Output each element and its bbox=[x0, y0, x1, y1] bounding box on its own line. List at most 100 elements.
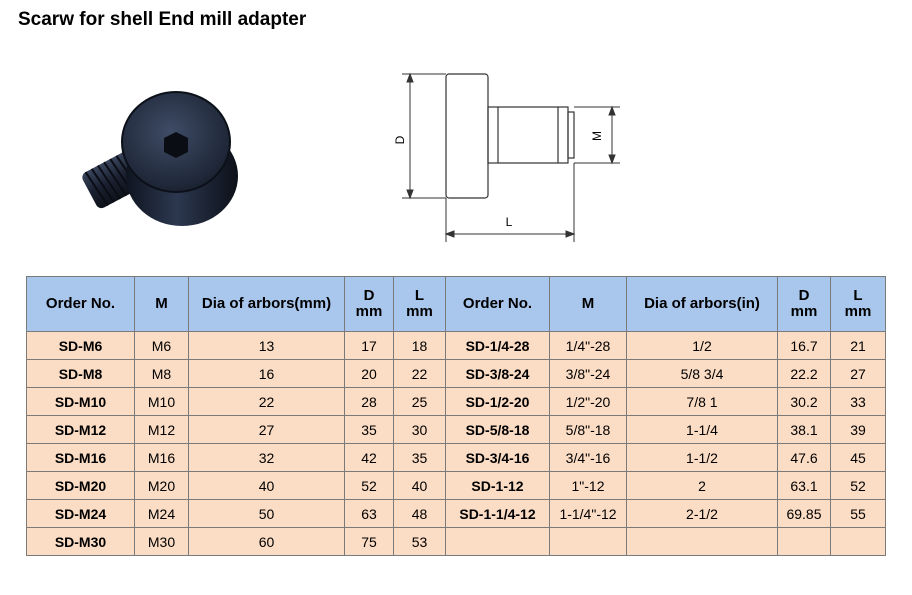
order-no-inch-cell bbox=[445, 527, 550, 556]
dia-cell: 13 bbox=[188, 331, 345, 360]
order-no-cell: SD-M6 bbox=[26, 331, 135, 360]
table-row: SD-M24 M24 50 63 48 SD-1-1/4-12 1-1/4"-1… bbox=[26, 499, 886, 528]
order-no-inch-cell: SD-1-12 bbox=[445, 471, 550, 500]
l-inch-cell: 55 bbox=[830, 499, 886, 528]
d-inch-cell: 38.1 bbox=[777, 415, 831, 444]
label-d: D bbox=[393, 135, 407, 144]
m-inch-cell: 1"-12 bbox=[549, 471, 627, 500]
order-no-inch-cell: SD-1/4-28 bbox=[445, 331, 550, 360]
l-cell: 40 bbox=[393, 471, 446, 500]
dia-inch-cell: 1-1/4 bbox=[626, 415, 778, 444]
order-no-cell: SD-M16 bbox=[26, 443, 135, 472]
m-inch-cell: 1/4"-28 bbox=[549, 331, 627, 360]
l-inch-cell: 52 bbox=[830, 471, 886, 500]
order-no-cell: SD-M10 bbox=[26, 387, 135, 416]
table-row: SD-M30 M30 60 75 53 bbox=[26, 527, 886, 556]
d-inch-cell: 16.7 bbox=[777, 331, 831, 360]
l-inch-cell: 27 bbox=[830, 359, 886, 388]
col-m: M bbox=[134, 276, 189, 332]
m-inch-cell: 3/4"-16 bbox=[549, 443, 627, 472]
d-inch-cell: 69.85 bbox=[777, 499, 831, 528]
d-cell: 20 bbox=[344, 359, 394, 388]
m-cell: M10 bbox=[134, 387, 189, 416]
table-row: SD-M6 M6 13 17 18 SD-1/4-28 1/4"-28 1/2 … bbox=[26, 331, 886, 360]
l-inch-cell: 45 bbox=[830, 443, 886, 472]
l-cell: 35 bbox=[393, 443, 446, 472]
m-cell: M12 bbox=[134, 415, 189, 444]
dia-cell: 16 bbox=[188, 359, 345, 388]
col-m-inch: M bbox=[549, 276, 627, 332]
order-no-inch-cell: SD-1-1/4-12 bbox=[445, 499, 550, 528]
table-row: SD-M16 M16 32 42 35 SD-3/4-16 3/4"-16 1-… bbox=[26, 443, 886, 472]
m-inch-cell: 3/8"-24 bbox=[549, 359, 627, 388]
order-no-inch-cell: SD-1/2-20 bbox=[445, 387, 550, 416]
dia-cell: 22 bbox=[188, 387, 345, 416]
d-cell: 17 bbox=[344, 331, 394, 360]
d-cell: 28 bbox=[344, 387, 394, 416]
d-inch-cell: 22.2 bbox=[777, 359, 831, 388]
dia-inch-cell: 1-1/2 bbox=[626, 443, 778, 472]
m-cell: M24 bbox=[134, 499, 189, 528]
dia-cell: 40 bbox=[188, 471, 345, 500]
l-inch-cell: 39 bbox=[830, 415, 886, 444]
col-dia-arbors-mm: Dia of arbors(mm) bbox=[188, 276, 345, 332]
order-no-inch-cell: SD-3/4-16 bbox=[445, 443, 550, 472]
m-cell: M16 bbox=[134, 443, 189, 472]
dia-cell: 27 bbox=[188, 415, 345, 444]
col-dia-arbors-in: Dia of arbors(in) bbox=[626, 276, 778, 332]
dia-cell: 50 bbox=[188, 499, 345, 528]
label-l: L bbox=[506, 215, 513, 229]
table-row: SD-M20 M20 40 52 40 SD-1-12 1"-12 2 63.1… bbox=[26, 471, 886, 500]
d-cell: 63 bbox=[344, 499, 394, 528]
l-cell: 30 bbox=[393, 415, 446, 444]
label-m: M bbox=[590, 131, 604, 141]
m-cell: M8 bbox=[134, 359, 189, 388]
l-cell: 25 bbox=[393, 387, 446, 416]
d-cell: 35 bbox=[344, 415, 394, 444]
l-cell: 22 bbox=[393, 359, 446, 388]
order-no-inch-cell: SD-5/8-18 bbox=[445, 415, 550, 444]
l-inch-cell: 21 bbox=[830, 331, 886, 360]
dia-cell: 60 bbox=[188, 527, 345, 556]
d-cell: 42 bbox=[344, 443, 394, 472]
dia-inch-cell: 1/2 bbox=[626, 331, 778, 360]
d-inch-cell: 30.2 bbox=[777, 387, 831, 416]
l-inch-cell bbox=[830, 527, 886, 556]
col-order-no: Order No. bbox=[26, 276, 135, 332]
d-cell: 52 bbox=[344, 471, 394, 500]
dia-inch-cell: 7/8 1 bbox=[626, 387, 778, 416]
m-cell: M30 bbox=[134, 527, 189, 556]
order-no-cell: SD-M8 bbox=[26, 359, 135, 388]
order-no-cell: SD-M24 bbox=[26, 499, 135, 528]
table-row: SD-M8 M8 16 20 22 SD-3/8-24 3/8"-24 5/8 … bbox=[26, 359, 886, 388]
m-inch-cell bbox=[549, 527, 627, 556]
d-inch-cell: 63.1 bbox=[777, 471, 831, 500]
l-cell: 18 bbox=[393, 331, 446, 360]
m-inch-cell: 1-1/4"-12 bbox=[549, 499, 627, 528]
l-cell: 53 bbox=[393, 527, 446, 556]
table-row: SD-M12 M12 27 35 30 SD-5/8-18 5/8"-18 1-… bbox=[26, 415, 886, 444]
screw-photo bbox=[82, 91, 238, 226]
dia-cell: 32 bbox=[188, 443, 345, 472]
table-row: SD-M10 M10 22 28 25 SD-1/2-20 1/2"-20 7/… bbox=[26, 387, 886, 416]
d-inch-cell: 47.6 bbox=[777, 443, 831, 472]
order-no-cell: SD-M20 bbox=[26, 471, 135, 500]
l-cell: 48 bbox=[393, 499, 446, 528]
order-no-inch-cell: SD-3/8-24 bbox=[445, 359, 550, 388]
dia-inch-cell bbox=[626, 527, 778, 556]
m-cell: M6 bbox=[134, 331, 189, 360]
l-inch-cell: 33 bbox=[830, 387, 886, 416]
m-inch-cell: 5/8"-18 bbox=[549, 415, 627, 444]
dia-inch-cell: 5/8 3/4 bbox=[626, 359, 778, 388]
order-no-cell: SD-M12 bbox=[26, 415, 135, 444]
dimension-drawing: D M L bbox=[393, 72, 620, 242]
col-order-no-inch: Order No. bbox=[445, 276, 550, 332]
page-title: Scarw for shell End mill adapter bbox=[18, 9, 307, 30]
m-cell: M20 bbox=[134, 471, 189, 500]
